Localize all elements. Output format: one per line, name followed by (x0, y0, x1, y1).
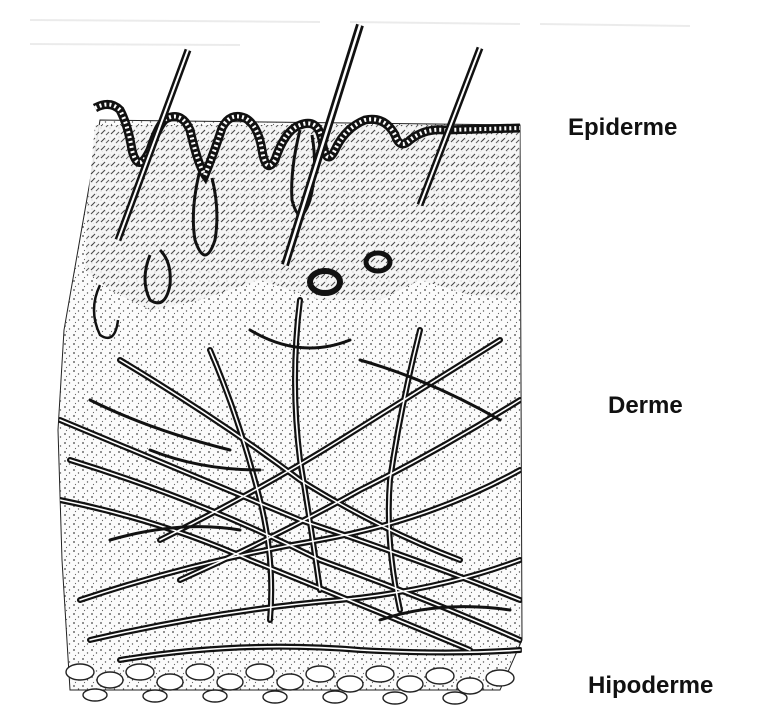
label-epiderme: Epiderme (568, 114, 677, 142)
label-derme: Derme (608, 392, 683, 420)
label-hipoderme: Hipoderme (588, 672, 713, 700)
